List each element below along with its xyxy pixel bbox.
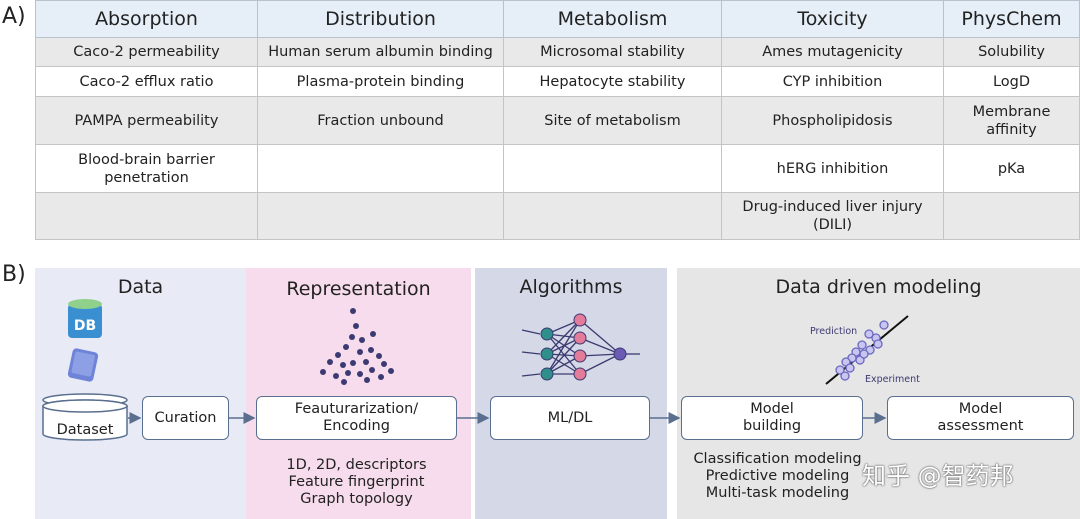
note-line: Multi-task modeling <box>705 485 850 501</box>
table-cell <box>257 192 504 240</box>
dataset-stack-icon <box>42 393 128 441</box>
note-line: Predictive modeling <box>705 468 850 484</box>
header-distribution: Distribution <box>257 0 504 38</box>
table-cell: Ames mutagenicity <box>721 37 944 67</box>
mldl-box: ML/DL <box>490 396 650 440</box>
model-assessment-box: Model assessment <box>887 396 1074 440</box>
table-cell <box>943 192 1080 240</box>
experiment-label: Experiment <box>865 374 920 385</box>
database-icon: DB <box>68 299 102 338</box>
section-title-modeling: Data driven modeling <box>775 276 982 298</box>
table-row: Drug-induced liver injury (DILI) <box>35 192 1080 240</box>
table-cell: Drug-induced liver injury (DILI) <box>721 192 944 240</box>
table-cell: PAMPA permeability <box>35 96 258 145</box>
db-icon-label: DB <box>74 318 96 334</box>
table-cell <box>503 192 722 240</box>
note-line: Classification modeling <box>693 451 862 467</box>
header-metabolism: Metabolism <box>503 0 722 38</box>
file-icon <box>67 348 99 382</box>
table-cell: Phospholipidosis <box>721 96 944 145</box>
watermark-text: 知乎 @智药邦 <box>862 462 1014 490</box>
note-line: Feature fingerprint <box>288 474 425 490</box>
table-cell: Human serum albumin binding <box>257 37 504 67</box>
table-cell <box>35 192 258 240</box>
panel-a-label: A) <box>2 4 26 29</box>
table-cell: hERG inhibition <box>721 144 944 193</box>
representation-notes: 1D, 2D, descriptors Feature fingerprint … <box>256 457 457 508</box>
panel-b-label: B) <box>2 262 26 287</box>
modeling-notes: Classification modeling Predictive model… <box>690 451 865 502</box>
note-line: 1D, 2D, descriptors <box>286 457 427 473</box>
header-toxicity: Toxicity <box>721 0 944 38</box>
featurization-box: Feauturarization/ Encoding <box>256 396 457 440</box>
table-cell: Solubility <box>943 37 1080 67</box>
table-cell: Site of metabolism <box>503 96 722 145</box>
section-title-algorithms: Algorithms <box>519 276 623 298</box>
regression-scatter-icon: Prediction Experiment <box>810 315 920 385</box>
neural-network-icon <box>521 313 640 381</box>
table-cell: Microsomal stability <box>503 37 722 67</box>
adme-property-table: Absorption Distribution Metabolism Toxic… <box>35 0 1080 240</box>
table-cell: Membrane affinity <box>943 96 1080 145</box>
header-physchem: PhysChem <box>943 0 1080 38</box>
table-cell: Caco-2 efflux ratio <box>35 66 258 97</box>
table-cell: Blood-brain barrier penetration <box>35 144 258 193</box>
table-cell: Hepatocyte stability <box>503 66 722 97</box>
section-title-data: Data <box>117 276 164 298</box>
section-modeling: Data driven modeling <box>677 268 1080 519</box>
table-header-row: Absorption Distribution Metabolism Toxic… <box>35 0 1080 38</box>
section-title-representation: Representation <box>286 278 431 300</box>
prediction-label: Prediction <box>810 326 857 337</box>
dataset-label: Dataset <box>56 421 114 438</box>
molecule-dots-icon <box>320 308 394 385</box>
note-line: Graph topology <box>300 491 413 507</box>
table-cell: pKa <box>943 144 1080 193</box>
curation-box: Curation <box>142 396 229 440</box>
table-cell: Fraction unbound <box>257 96 504 145</box>
model-building-box: Model building <box>681 396 863 440</box>
section-algorithms: Algorithms <box>475 268 667 519</box>
section-representation: Representation <box>246 268 471 519</box>
table-row: Blood-brain barrier penetration hERG inh… <box>35 144 1080 193</box>
table-row: Caco-2 efflux ratio Plasma-protein bindi… <box>35 66 1080 97</box>
table-row: PAMPA permeability Fraction unbound Site… <box>35 96 1080 145</box>
